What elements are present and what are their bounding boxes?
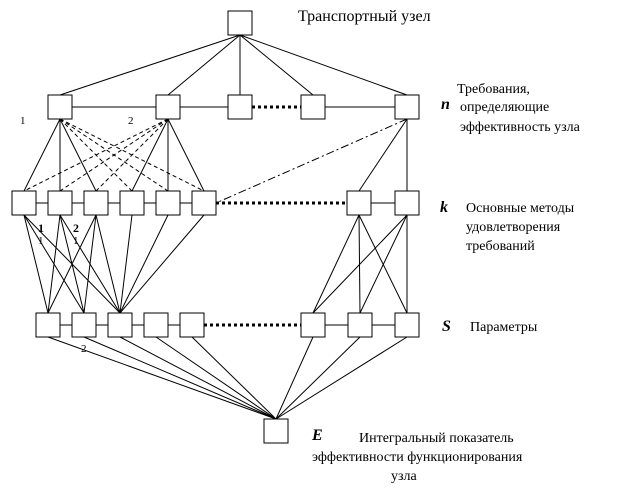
edge-top-to-requirement [239, 34, 408, 96]
edge-method-to-parameter [119, 214, 205, 314]
edge-top-to-requirement [167, 34, 241, 96]
node-parameter-5 [179, 312, 205, 338]
edge-parameter-to-indicator [47, 336, 277, 420]
node-parameter-8 [394, 312, 420, 338]
edge-requirement-to-method [167, 118, 205, 192]
node-requirement-4 [300, 94, 326, 120]
diagram-edges [23, 34, 408, 420]
edge-parameter-to-indicator [155, 336, 277, 420]
node-method-1 [11, 190, 37, 216]
edge-method-to-parameter [23, 214, 49, 314]
node-method-4 [119, 190, 145, 216]
node-method-7 [346, 190, 372, 216]
edge-requirement-to-method-dashed [59, 118, 169, 192]
node-parameter-6 [300, 312, 326, 338]
node-requirement-2 [155, 94, 181, 120]
node-requirement-5 [394, 94, 420, 120]
node-parameter-4 [143, 312, 169, 338]
node-method-5 [155, 190, 181, 216]
mark-k2b: 1 [73, 235, 79, 247]
edge-parameter-to-indicator [119, 336, 277, 420]
edge-parameter-to-indicator [275, 336, 314, 420]
mark-k2: 2 [73, 221, 79, 235]
level-k-label-line-2: удовлетворения [466, 220, 561, 235]
node-method-8 [394, 190, 420, 216]
level-n-symbol: n [441, 96, 450, 113]
level-e-label-line-2: эффективности функционирования [312, 450, 523, 465]
node-parameter-7 [347, 312, 373, 338]
level-e-symbol: E [312, 427, 323, 444]
mark-n1: 1 [20, 115, 26, 127]
level-k-label-line-3: требований [466, 239, 535, 254]
edge-requirement-to-method-dashed [23, 118, 169, 192]
edge-top-to-requirement [59, 34, 241, 96]
edge-requirement-to-method-dashed [95, 118, 169, 192]
mark-k1: 1 [38, 221, 44, 235]
node-parameter-3 [107, 312, 133, 338]
edge-method-to-parameter [47, 214, 97, 314]
edge-requirement-to-method [59, 118, 97, 192]
level-k-symbol: k [440, 199, 448, 216]
level-k-label-line-1: Основные методы [466, 201, 575, 216]
edge-method-to-parameter [95, 214, 121, 314]
edge-parameter-to-indicator [275, 336, 408, 420]
edge-requirement-to-method [131, 118, 169, 192]
node-method-6 [191, 190, 217, 216]
level-n-label-line-1: Требования, [457, 82, 530, 97]
node-parameter-1 [35, 312, 61, 338]
edge-requirement-to-method [23, 118, 61, 192]
edge-parameter-to-indicator [83, 336, 277, 420]
node-integral-indicator [263, 418, 289, 444]
edge-method-to-parameter [119, 214, 169, 314]
edge-method-to-parameter [83, 214, 97, 314]
mark-s2: 2 [81, 343, 87, 355]
level-n-label-line-3: эффективность узла [460, 120, 580, 135]
level-s-symbol: S [442, 318, 451, 335]
edge-requirement-to-method [358, 118, 408, 192]
edge-requirement-to-method-dashdot [215, 118, 408, 204]
node-transport-hub [227, 10, 253, 36]
level-n-label-line-2: определяющие [460, 100, 550, 115]
level-s-label-line-1: Параметры [470, 320, 538, 335]
diagram-title: Транспортный узел [298, 8, 431, 25]
node-parameter-2 [71, 312, 97, 338]
edge-parameter-to-indicator [191, 336, 277, 420]
node-requirement-1 [47, 94, 73, 120]
level-e-label-line-3: узла [391, 469, 417, 484]
edge-top-to-requirement [239, 34, 314, 96]
edge-parameter-to-indicator [275, 336, 361, 420]
diagram-nodes [11, 10, 420, 444]
level-e-label-line-1: Интегральный показатель [359, 431, 514, 446]
edge-method-to-parameter [312, 214, 360, 314]
edge-method-to-parameter [47, 214, 61, 314]
edge-method-to-parameter [359, 214, 408, 314]
node-method-3 [83, 190, 109, 216]
node-requirement-3 [227, 94, 253, 120]
node-method-2 [47, 190, 73, 216]
mark-n2: 2 [128, 115, 134, 127]
edge-method-to-parameter [312, 214, 408, 314]
mark-k1b: 1 [38, 235, 44, 247]
edge-method-to-parameter [119, 214, 133, 314]
